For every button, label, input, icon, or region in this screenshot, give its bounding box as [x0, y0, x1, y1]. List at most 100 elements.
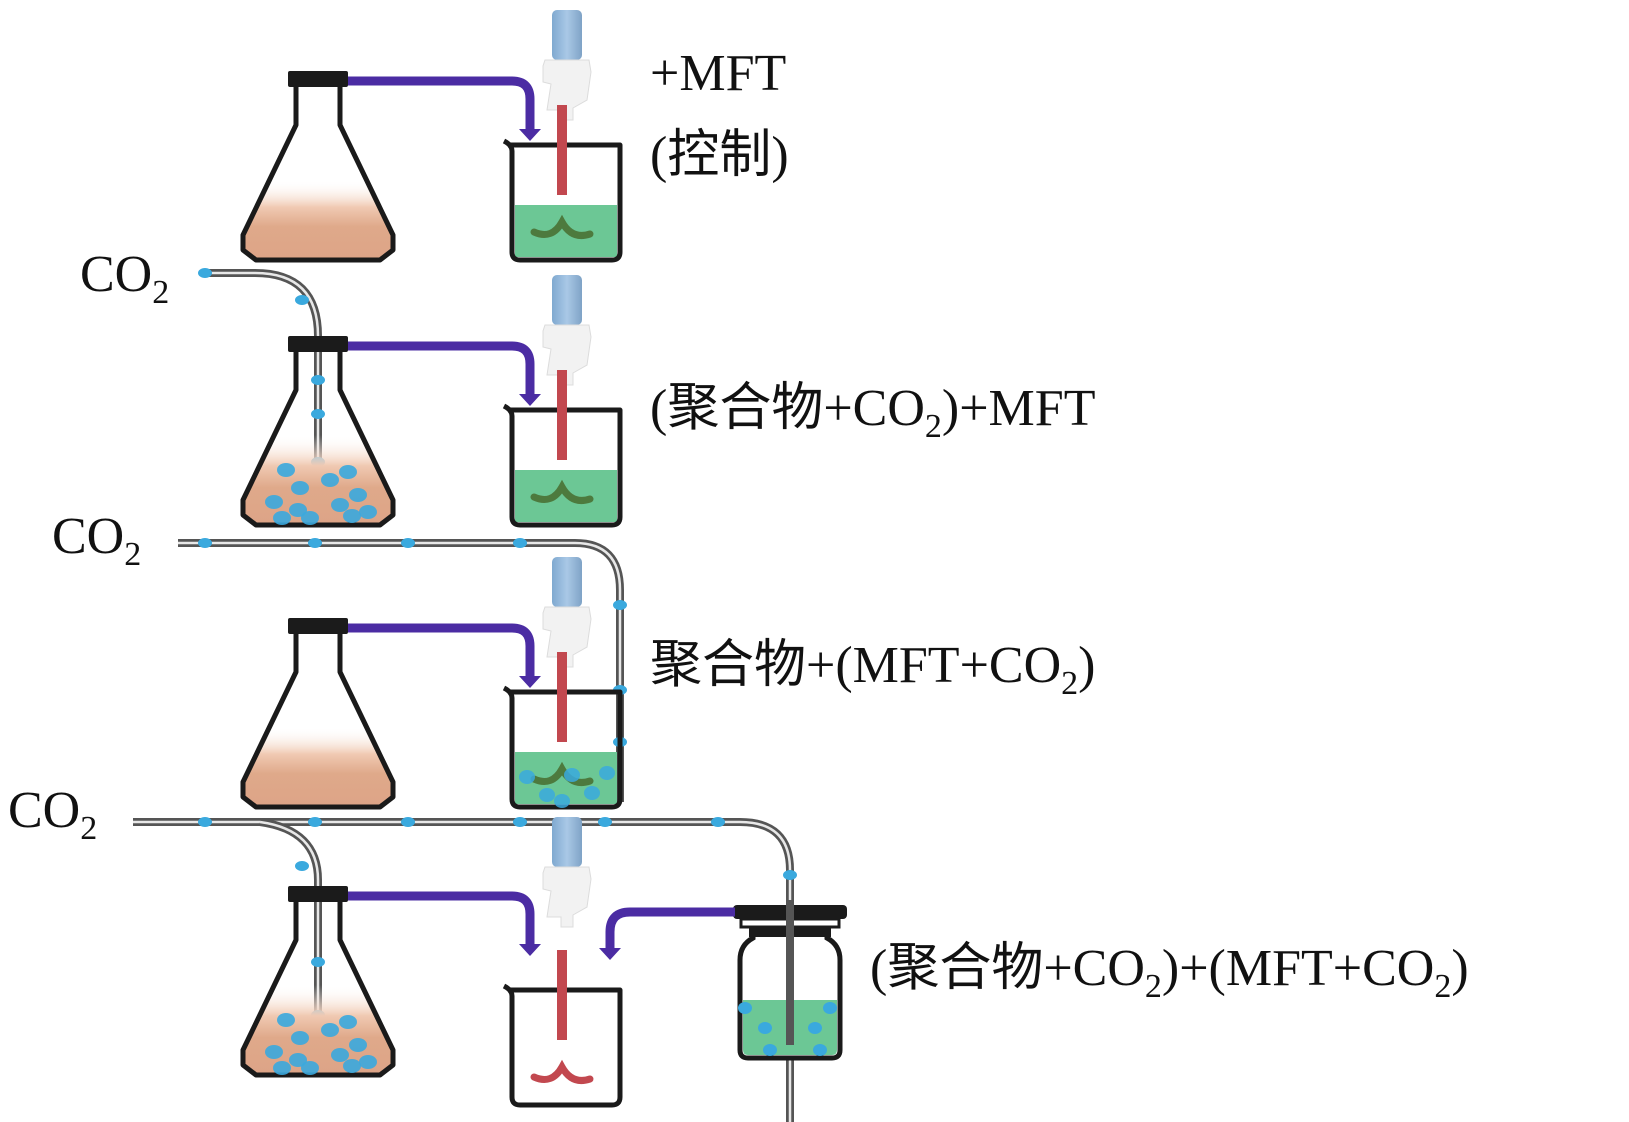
- transfer-tube: [348, 623, 535, 678]
- co2-bubble: [289, 1053, 307, 1067]
- co2-bubble: [359, 505, 377, 519]
- co2-bubble: [291, 481, 309, 495]
- stirrer-body: [542, 866, 592, 928]
- co2-bubble: [291, 1031, 309, 1045]
- stirrer-shaft: [557, 105, 567, 195]
- beaker-glass: [502, 685, 623, 810]
- co2-bubble: [301, 1061, 319, 1075]
- flask-glass: [240, 85, 396, 263]
- co2-bubble: [813, 1044, 827, 1056]
- transfer-arrow-head: [519, 129, 541, 141]
- co2-bubble: [359, 1055, 377, 1069]
- row-label-polymer-co2: (聚合物+CO2)+MFT: [650, 380, 1095, 445]
- co2-bubble: [289, 503, 307, 517]
- setup-row-polymer-co2: [198, 268, 623, 528]
- bottle-gas-tube: [786, 900, 794, 1045]
- co2-gas-marker: [783, 870, 797, 880]
- co2-gas-tube-highlight: [133, 820, 792, 1122]
- row-label-mft-co2: 聚合物+(MFT+CO2): [650, 637, 1095, 702]
- co2-bubble: [584, 786, 600, 800]
- setup-row-both-co2: [133, 817, 847, 1122]
- co2-gas-marker: [613, 600, 627, 610]
- co2-bubble: [519, 770, 535, 784]
- stirrer-motor: [552, 817, 582, 867]
- flask-liquid: [245, 727, 391, 805]
- stirrer-blade: [530, 1059, 594, 1084]
- co2-bubble: [339, 1015, 357, 1029]
- co2-gas-marker: [198, 268, 212, 278]
- co2-gas-marker: [513, 538, 527, 548]
- beaker-glass: [502, 138, 623, 263]
- co2-bubble: [554, 794, 570, 808]
- flask-stopper: [288, 336, 348, 352]
- co2-bubble: [277, 1013, 295, 1027]
- transfer-arrow-head: [519, 394, 541, 406]
- co2-gas-marker: [308, 538, 322, 548]
- co2-bubble: [265, 1045, 283, 1059]
- co2-bubble: [273, 511, 291, 525]
- beaker-glass: [502, 983, 623, 1108]
- transfer-arrow-head: [599, 948, 621, 960]
- stirrer-shaft: [557, 652, 567, 742]
- row-label-control-line2: (控制): [650, 127, 789, 184]
- co2-gas-marker: [311, 957, 325, 967]
- co2-bubble: [343, 1059, 361, 1073]
- co2-gas-marker: [401, 538, 415, 548]
- co2-bubble: [738, 1002, 752, 1014]
- co2-gas-marker: [311, 409, 325, 419]
- transfer-tube-from-bottle: [605, 907, 735, 950]
- co2-bubble: [339, 465, 357, 479]
- beaker-glass: [502, 403, 623, 528]
- co2-bubble: [539, 788, 555, 802]
- transfer-tube: [348, 891, 535, 946]
- flask-stopper: [288, 618, 348, 634]
- co2-bubble: [349, 1038, 367, 1052]
- co2-gas-marker: [198, 538, 212, 548]
- stirrer-shaft: [557, 950, 567, 1040]
- co2-bubble: [758, 1022, 772, 1034]
- co2-bubble: [343, 509, 361, 523]
- co2-bubble: [265, 495, 283, 509]
- co2-gas-marker: [598, 817, 612, 827]
- co2-gas-tube-highlight: [178, 541, 622, 802]
- flask-glass: [240, 350, 396, 528]
- co2-bubble: [331, 498, 349, 512]
- co2-gas-marker: [295, 861, 309, 871]
- co2-gas-marker: [308, 817, 322, 827]
- co2-bubble: [564, 768, 580, 782]
- transfer-arrow-head: [519, 944, 541, 956]
- co2-bubble: [823, 1002, 837, 1014]
- stirrer-motor: [552, 557, 582, 607]
- stirrer-blade: [530, 214, 594, 239]
- co2-gas-marker: [401, 817, 415, 827]
- setup-row-control: [240, 10, 623, 263]
- co2-bubble: [331, 1048, 349, 1062]
- flask-glass: [240, 632, 396, 810]
- transfer-tube: [348, 76, 535, 131]
- co2-gas-marker: [295, 295, 309, 305]
- co2-gas-tube-highlight: [259, 820, 320, 1070]
- stirrer-blade: [530, 761, 594, 786]
- co2-bubble: [349, 488, 367, 502]
- co2-gas-marker: [513, 817, 527, 827]
- flask-liquid: [245, 180, 391, 258]
- stirrer-motor: [552, 275, 582, 325]
- row-label-both-co2: (聚合物+CO2)+(MFT+CO2): [870, 940, 1469, 1005]
- stirrer-blade: [530, 479, 594, 504]
- stirrer-motor: [552, 10, 582, 60]
- co2-gas-label-row2: CO2: [80, 246, 169, 311]
- co2-bubble: [599, 766, 615, 780]
- co2-gas-marker: [711, 817, 725, 827]
- transfer-tube: [348, 341, 535, 396]
- co2-gas-tube-highlight: [205, 271, 320, 520]
- mft-co2-reservoir-bottle: [733, 900, 847, 1061]
- co2-bubble: [273, 1061, 291, 1075]
- transfer-arrow-head: [519, 676, 541, 688]
- setup-row-mft-co2: [178, 538, 627, 810]
- stirrer-shaft: [557, 370, 567, 460]
- co2-bubble: [277, 463, 295, 477]
- co2-bubble: [808, 1022, 822, 1034]
- co2-gas-marker: [198, 817, 212, 827]
- co2-bubble: [321, 1023, 339, 1037]
